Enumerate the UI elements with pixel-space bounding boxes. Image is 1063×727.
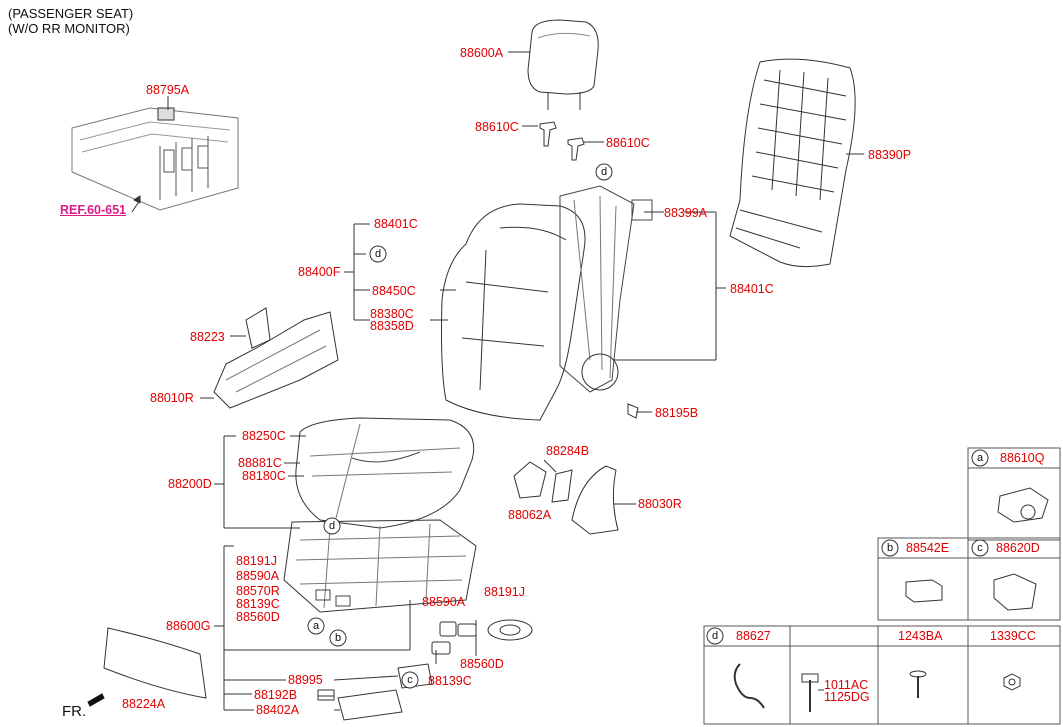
part-label-88560D-right[interactable]: 88560D [460,657,504,671]
part-label-88610C-left[interactable]: 88610C [475,120,519,134]
legend-part-a[interactable]: 88610Q [1000,451,1045,465]
part-label-88191J-right[interactable]: 88191J [484,585,526,599]
bracket-drawings [513,459,573,503]
part-label-88139C-right[interactable]: 88139C [428,674,472,688]
part-label-88192B[interactable]: 88192B [254,688,298,702]
legend-table-lines [703,447,1061,725]
legend-part-b[interactable]: 88542E [906,541,950,555]
part-label-88795A[interactable]: 88795A [146,83,190,97]
part-label-88224A[interactable]: 88224A [122,697,166,711]
part-label-88401C-right[interactable]: 88401C [730,282,774,296]
part-label-88223[interactable]: 88223 [190,330,225,344]
part-label-88030R[interactable]: 88030R [638,497,682,511]
legend-part-c[interactable]: 88620D [996,541,1040,555]
part-label-88399A[interactable]: 88399A [664,206,708,220]
part-label-88600G[interactable]: 88600G [166,619,211,633]
front-direction-label: FR. [62,703,87,720]
part-label-88560D-left[interactable]: 88560D [236,610,280,624]
part-label-88400F[interactable]: 88400F [298,265,341,279]
headrest-guide-drawings [522,121,604,161]
seat-cushion-drawing [284,417,475,529]
legend-part-1125DG[interactable]: 1125DG [824,690,870,704]
part-label-88590A-right[interactable]: 88590A [422,595,466,609]
headrest-drawing [508,19,599,110]
part-label-88195B[interactable]: 88195B [655,406,699,420]
part-label-88450C[interactable]: 88450C [372,284,416,298]
part-label-88570R[interactable]: 88570R [236,584,280,598]
legend-part-1011AC[interactable]: 1011AC [824,678,869,692]
kick-plate-drawing [103,627,207,699]
seat-back-drawing [430,185,664,421]
part-label-88010R[interactable]: 88010R [150,391,194,405]
part-label-88191J-left[interactable]: 88191J [236,554,278,568]
callout-circles [307,163,989,689]
legend-part-1339CC[interactable]: 1339CC [990,629,1036,643]
seat-frame-drawing [283,519,477,613]
part-label-88139C-left[interactable]: 88139C [236,597,280,611]
module-drawing [317,663,433,721]
part-label-88600A[interactable]: 88600A [460,46,504,60]
part-label-88881C[interactable]: 88881C [238,456,282,470]
part-label-88200D[interactable]: 88200D [168,477,212,491]
legend-part-d[interactable]: 88627 [736,629,771,643]
front-arrow-icon [87,693,105,707]
part-label-88358D[interactable]: 88358D [370,319,414,333]
header-line-1: (PASSENGER SEAT) [8,6,134,21]
side-cover-drawing [200,307,339,409]
header-line-2: (W/O RR MONITOR) [8,21,130,36]
part-label-88610C-right[interactable]: 88610C [606,136,650,150]
bolt-drawing [627,403,652,419]
part-label-88995[interactable]: 88995 [288,673,323,687]
part-label-88250C[interactable]: 88250C [242,429,286,443]
switch-parts-drawing [431,619,533,655]
part-label-88380C[interactable]: 88380C [370,307,414,321]
part-label-88284B[interactable]: 88284B [546,444,590,458]
legend-part-drawings [733,487,1049,712]
group-88401C-right-lines [614,211,726,361]
group-88600G-lines [214,545,477,711]
group-88200D-lines [214,435,300,529]
part-label-88401C-top[interactable]: 88401C [374,217,418,231]
back-board-drawing [729,58,864,268]
legend-part-1243BA[interactable]: 1243BA [898,629,943,643]
part-label-88390P[interactable]: 88390P [868,148,912,162]
part-label-88402A[interactable]: 88402A [256,703,300,717]
cover-88030R-drawing [571,465,636,535]
group-88400F-lines [344,223,370,321]
floor-panel-drawing [71,96,239,213]
ref-link[interactable]: REF.60-651 [60,203,127,217]
part-label-88180C[interactable]: 88180C [242,469,286,483]
part-label-88590A-left[interactable]: 88590A [236,569,280,583]
part-label-88062A[interactable]: 88062A [508,508,552,522]
